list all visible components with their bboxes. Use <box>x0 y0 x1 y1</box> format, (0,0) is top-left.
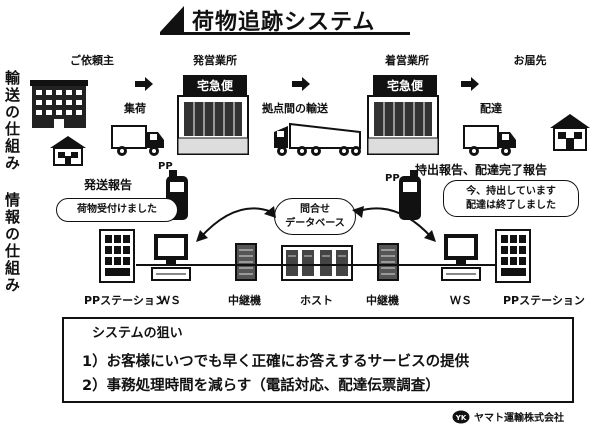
company-credit: YK ヤマト運輸株式会社 <box>452 409 564 424</box>
destination-office-building-icon <box>367 95 439 155</box>
label-host: ホスト <box>300 294 333 307</box>
label-relay-right: 中継機 <box>366 294 399 307</box>
bubble-query-db: 問合せ データベース <box>274 198 356 235</box>
bubble-out-line1: 今、持出しています <box>466 186 556 197</box>
pickup-truck-icon <box>111 125 164 156</box>
network-line <box>136 264 496 266</box>
pp-label-right: PP <box>385 173 400 184</box>
sign-destination-office: 宅急便 <box>373 75 437 96</box>
bubble-received-text: 荷物受付けました <box>77 204 157 215</box>
step-pickup: 集荷 <box>124 102 146 115</box>
bubble-query-db-line2: データベース <box>285 217 345 229</box>
relay-left-icon <box>235 243 257 281</box>
page-title: 荷物追跡システム <box>192 10 376 35</box>
stage-destination-office: 着営業所 <box>385 54 429 67</box>
dispatch-report-label: 発送報告 <box>84 178 133 192</box>
pp-station-left-icon <box>99 229 135 283</box>
pp-station-right-icon <box>495 229 531 283</box>
step-hub-transport: 拠点間の輸送 <box>262 102 328 115</box>
bubble-query-db-line1: 問合せ <box>300 204 330 215</box>
label-relay-left: 中継機 <box>228 294 261 307</box>
origin-office-building-icon <box>177 95 249 155</box>
purpose-title: システムの狙い <box>92 326 183 341</box>
title-block: 荷物追跡システム <box>160 4 410 35</box>
delivery-report-label: 持出報告、配達完了報告 <box>415 163 548 177</box>
stage-recipient: お届先 <box>513 54 547 67</box>
bubble-received: 荷物受付けました <box>56 198 178 222</box>
side-label-information: 情報の仕組み <box>3 192 21 294</box>
house-recipient-icon <box>550 114 590 151</box>
host-server-icon <box>281 245 353 281</box>
flow-arrow-2-icon <box>292 77 310 91</box>
stage-origin-office: 発営業所 <box>193 54 237 67</box>
company-logo-text: YK <box>455 414 467 422</box>
curved-arrow-left-icon <box>196 206 276 242</box>
workstation-right-icon <box>441 234 481 281</box>
step-delivery: 配達 <box>480 102 502 115</box>
company-name: ヤマト運輸株式会社 <box>474 413 564 424</box>
purpose-box <box>62 317 574 403</box>
semi-truck-icon <box>274 122 361 156</box>
bubble-out-for-delivery: 今、持出しています 配達は終了しました <box>443 180 579 217</box>
label-pp-station-left: PPステーション <box>84 294 166 307</box>
apartment-building-icon <box>30 80 88 128</box>
label-ws-left: ＷＳ <box>159 294 181 307</box>
purpose-item-2: 2）事務処理時間を減らす（電話対応、配達伝票調査） <box>82 378 440 394</box>
pp-label-left: PP <box>158 161 173 172</box>
company-logo-icon: YK <box>452 410 470 423</box>
delivery-truck-icon <box>463 125 516 156</box>
sign-origin-office: 宅急便 <box>183 75 247 96</box>
house-client-icon <box>50 136 86 166</box>
bubble-out-line2: 配達は終了しました <box>466 199 556 211</box>
flow-arrow-3-icon <box>461 77 479 91</box>
workstation-left-icon <box>151 234 191 281</box>
purpose-item-1: 1）お客様にいつでも早く正確にお答えするサービスの提供 <box>82 354 470 370</box>
side-label-transport: 輸送の仕組み <box>3 70 21 172</box>
curved-arrow-right-icon <box>352 206 436 242</box>
relay-right-icon <box>377 243 399 281</box>
flow-arrow-1-icon <box>135 77 153 91</box>
label-ws-right: ＷＳ <box>450 294 472 307</box>
stage-client: ご依頼主 <box>70 54 114 67</box>
pp-handheld-right-icon <box>399 170 421 220</box>
label-pp-station-right: PPステーション <box>503 294 585 307</box>
title-underline <box>160 32 410 35</box>
title-triangle-icon <box>160 6 184 32</box>
